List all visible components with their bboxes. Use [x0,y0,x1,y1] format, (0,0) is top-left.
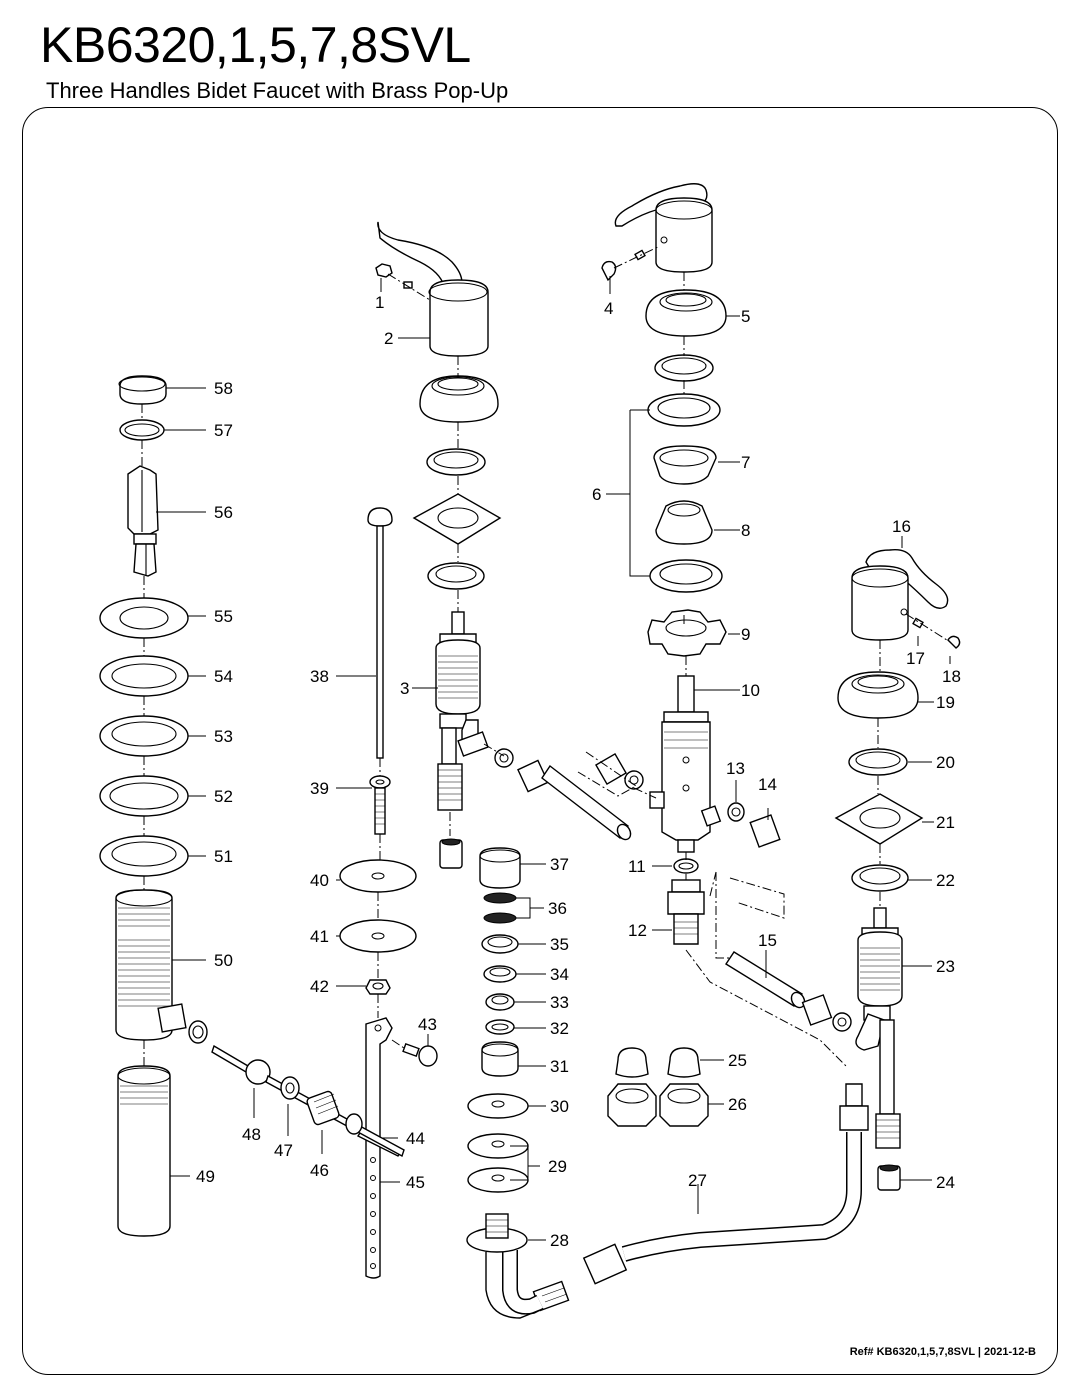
left-connection-tube [483,743,657,841]
callout-10: 10 [741,681,760,700]
right-connection-tube [685,871,852,1069]
callout-2: 2 [384,329,393,348]
callout-45: 45 [406,1173,425,1192]
callout-1: 1 [375,293,384,312]
callout-9: 9 [741,625,750,644]
callout-24: 24 [936,1173,955,1192]
callout-18: 18 [942,667,961,686]
callout-7: 7 [741,453,750,472]
callout-16: 16 [892,517,911,536]
callout-11: 11 [628,857,646,876]
callout-30: 30 [550,1097,569,1116]
callout-48: 48 [242,1125,261,1144]
callout-15: 15 [758,931,777,950]
center-handle-assembly [595,183,781,945]
callout-50: 50 [214,951,233,970]
callout-43: 43 [418,1015,437,1034]
callout-4: 4 [604,299,613,318]
callout-29: 29 [548,1157,567,1176]
popup-rod-assembly [339,507,438,1279]
right-handle-assembly [834,548,961,1191]
callout-42: 42 [310,977,329,996]
page-title: KB6320,1,5,7,8SVL [40,17,471,73]
callout-20: 20 [936,753,955,772]
drain-assembly [99,375,405,1237]
callout-26: 26 [728,1095,747,1114]
callout-12: 12 [628,921,647,940]
callout-6: 6 [592,485,601,504]
callout-41: 41 [310,927,329,946]
compression-fittings [607,1047,709,1127]
callout-49: 49 [196,1167,215,1186]
callout-28: 28 [550,1231,569,1250]
callout-22: 22 [936,871,955,890]
leader-lines [156,276,951,1241]
aerator-stack [467,847,529,1193]
callout-27: 27 [688,1171,707,1190]
callout-32: 32 [550,1019,569,1038]
callout-5: 5 [741,307,750,326]
reference-number: Ref# KB6320,1,5,7,8SVL | 2021-12-B [849,1346,1036,1358]
callout-54: 54 [214,667,233,686]
callout-56: 56 [214,503,233,522]
callout-46: 46 [310,1161,329,1180]
callout-35: 35 [550,935,569,954]
callout-37: 37 [550,855,569,874]
callout-23: 23 [936,957,955,976]
left-handle-assembly [375,221,502,869]
callout-33: 33 [550,993,569,1012]
callout-8: 8 [741,521,750,540]
page-subtitle: Three Handles Bidet Faucet with Brass Po… [46,78,509,103]
callout-40: 40 [310,871,329,890]
callout-57: 57 [214,421,233,440]
callout-53: 53 [214,727,233,746]
callout-21: 21 [936,813,955,832]
callout-31: 31 [550,1057,569,1076]
diagram-frame [22,107,1058,1375]
callout-39: 39 [310,779,329,798]
callout-3: 3 [400,679,409,698]
callout-labels: 1 2 3 4 5 6 7 8 9 10 11 12 13 14 15 16 1… [196,293,961,1250]
callout-47: 47 [274,1141,293,1160]
callout-38: 38 [310,667,329,686]
callout-58: 58 [214,379,233,398]
callout-34: 34 [550,965,569,984]
callout-25: 25 [728,1051,747,1070]
callout-51: 51 [214,847,233,866]
callout-55: 55 [214,607,233,626]
callout-36: 36 [548,899,567,918]
supply-hose [466,1083,869,1319]
callout-17: 17 [906,649,925,668]
callout-13: 13 [726,759,745,778]
callout-52: 52 [214,787,233,806]
callout-44: 44 [406,1129,425,1148]
callout-14: 14 [758,775,777,794]
callout-19: 19 [936,693,955,712]
